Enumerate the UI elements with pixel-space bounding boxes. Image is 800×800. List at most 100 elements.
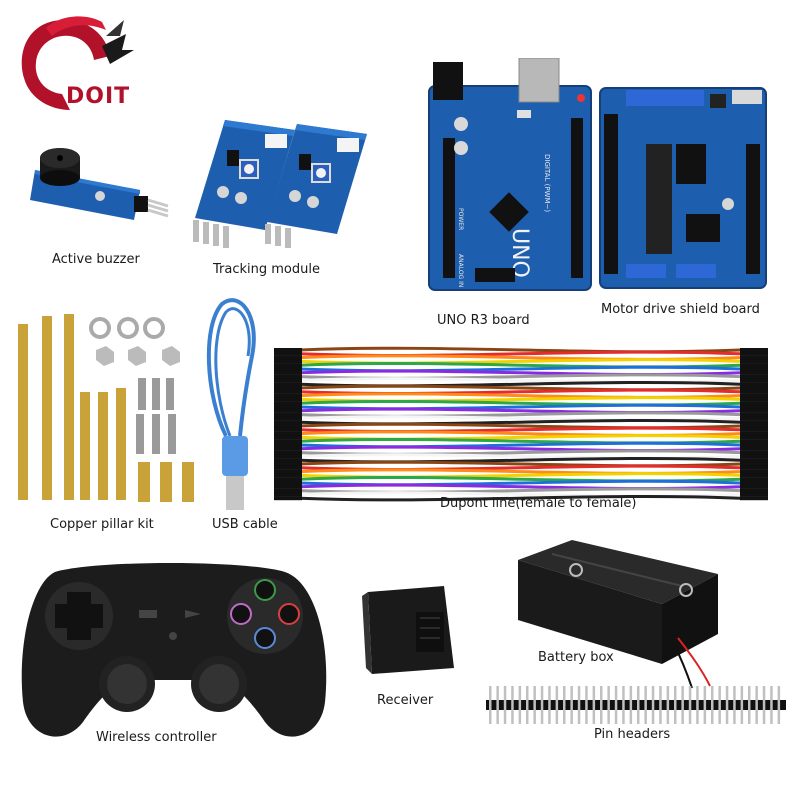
pin-header-pin [592,686,596,724]
wireless-controller-image [15,552,333,752]
dupont-connector-right [740,370,768,375]
dupont-connector-right [740,351,768,356]
pin-header-pin [533,686,536,724]
dupont-connector-right [740,408,768,413]
copper-pillar-kit-image [10,310,196,510]
dupont-connector-left [274,439,302,444]
pin-header-pin [577,686,581,724]
dupont-connector-left [274,374,302,379]
label-tracking-module: Tracking module [213,262,320,277]
dupont-connector-right [740,458,768,463]
label-usb-cable: USB cable [212,517,278,532]
dupont-connector-left [274,420,302,425]
pin-header-pin [777,686,781,724]
dupont-connector-right [740,420,768,425]
pin-header-pin [614,686,618,724]
dupont-connector-right [740,389,768,394]
pin-header-pin [644,686,647,724]
label-motor-shield: Motor drive shield board [601,302,760,317]
dupont-connector-left [274,386,302,390]
dupont-connector-right [740,496,768,501]
dupont-connector-left [274,416,302,421]
dupont-connector-left [274,348,302,352]
dupont-wire [299,494,741,502]
pin-header-pin [762,686,766,724]
dupont-connector-left [274,351,302,356]
dupont-connector-right [740,473,768,478]
dupont-connector-left [274,363,302,368]
pin-header-pin [511,686,514,724]
pin-header-pin [733,686,736,724]
label-uno-r3-board: UNO R3 board [437,313,530,328]
pin-header-pin [659,686,662,724]
dupont-connector-right [740,397,768,402]
pin-header-pin [696,686,699,724]
dupont-connector-left [274,481,302,485]
pin-header-pin [740,686,744,724]
dupont-connector-left [274,427,302,432]
dupont-connector-right [740,427,768,432]
battery-box-image [512,530,726,690]
pin-header-pin [540,686,544,724]
pin-header-pin [718,686,721,724]
pin-header-pin [503,686,507,724]
dupont-connector-right [740,374,768,379]
pin-header-pin [489,686,492,724]
pin-header-pin [666,686,670,724]
pin-header-pin [585,686,588,724]
dupont-connector-right [740,469,768,474]
dupont-connector-right [740,363,768,368]
uno-digital-text: DIGITAL (PWM~) [543,154,551,212]
pin-header-pin [711,686,714,724]
dupont-connector-left [274,443,302,447]
label-battery-box: Battery box [538,650,614,665]
dupont-connector-right [740,359,768,364]
dupont-connector-left [274,389,302,394]
dupont-connector-right [740,465,768,470]
tracking-module-image [185,110,385,250]
pin-header-pin [518,686,522,724]
label-copper-pillar: Copper pillar kit [50,517,154,532]
pin-header-pin [496,686,499,724]
pin-header-pin [555,686,559,724]
dupont-connector-left [274,473,302,478]
dupont-connector-left [274,465,302,470]
pin-header-pin [629,686,633,724]
dupont-connector-right [740,367,768,371]
pin-header-pin [688,686,692,724]
label-dupont-line: Dupont line(female to female) [440,496,637,511]
label-receiver: Receiver [377,693,434,708]
dupont-connector-left [274,408,302,413]
dupont-connector-right [740,477,768,482]
dupont-connector-left [274,496,302,501]
dupont-connector-right [740,431,768,436]
pin-header-pin [725,686,729,724]
dupont-connector-left [274,382,302,387]
dupont-connector-right [740,393,768,398]
dupont-line-image [270,336,786,516]
pin-header-pin [681,686,684,724]
dupont-connector-right [740,443,768,447]
dupont-connector-left [274,370,302,375]
doit-logo-mark [21,16,134,110]
dupont-connector-left [274,488,302,493]
active-buzzer-image [30,130,170,230]
dupont-connector-left [274,412,302,417]
dupont-connector-left [274,446,302,451]
dupont-connector-left [274,454,302,459]
pin-header-strip [486,700,786,710]
pin-header-pin [770,686,773,724]
pin-header-pin [703,686,707,724]
dupont-connector-right [740,424,768,428]
dupont-connector-right [740,378,768,383]
dupont-connector-right [740,439,768,444]
pin-header-pin [548,686,551,724]
dupont-connector-left [274,477,302,482]
pin-header-pin [622,686,625,724]
dupont-connector-left [274,367,302,371]
pin-headers-image [486,686,790,726]
pin-header-pin [563,686,566,724]
uno-power-text: POWER [457,208,464,230]
pin-header-pin [607,686,610,724]
dupont-connector-left [274,462,302,466]
